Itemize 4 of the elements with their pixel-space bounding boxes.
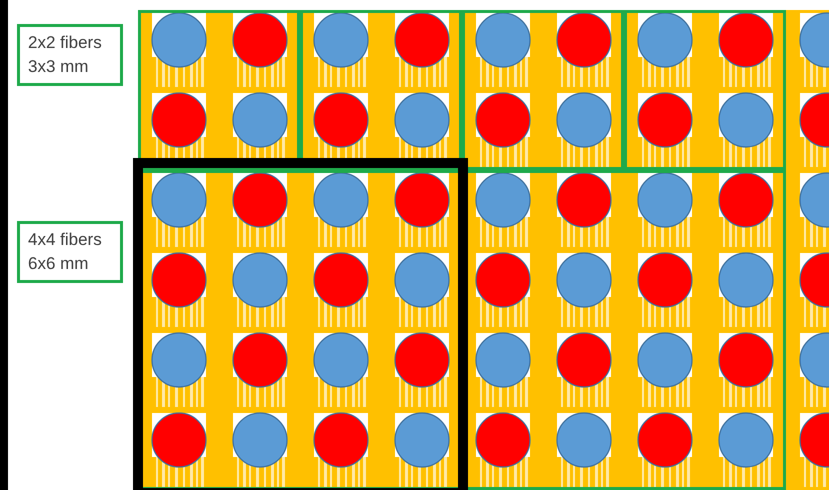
label-text: 2x2 fibers 3x3 mm <box>28 32 103 78</box>
label-text: 4x4 fibers 6x6 mm <box>28 229 103 275</box>
label-box <box>17 221 123 283</box>
label-box <box>17 24 123 86</box>
